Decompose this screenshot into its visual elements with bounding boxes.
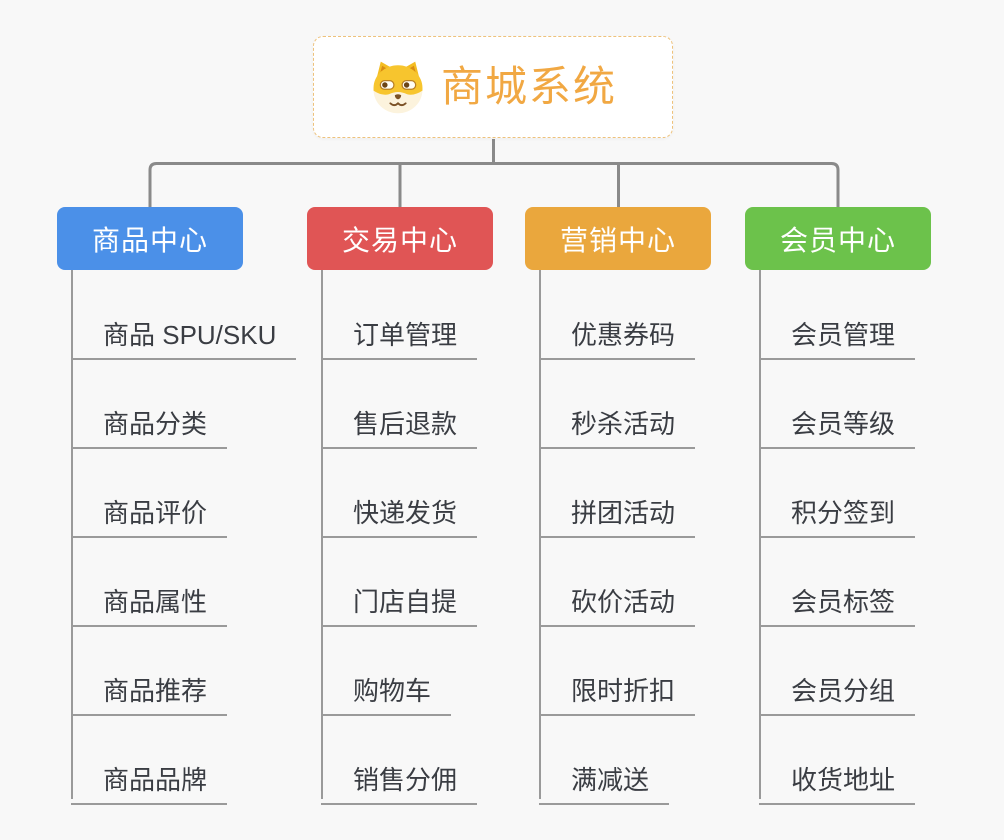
branch-rail [759, 270, 761, 799]
leaf-node-满减送[interactable]: 满减送 [539, 751, 670, 805]
branch-node-商品中心[interactable]: 商品中心 [57, 207, 243, 270]
leaf-node-会员管理[interactable]: 会员管理 [759, 306, 916, 360]
branch-rail [71, 270, 73, 799]
leaf-node-商品分类[interactable]: 商品分类 [71, 395, 228, 449]
leaf-node-商品SPU/SKU[interactable]: 商品 SPU/SKU [71, 306, 297, 360]
root-node[interactable]: 商城系统 [313, 36, 673, 138]
leaf-node-快递发货[interactable]: 快递发货 [321, 484, 478, 538]
leaf-node-会员分组[interactable]: 会员分组 [759, 662, 916, 716]
leaf-node-销售分佣[interactable]: 销售分佣 [321, 751, 478, 805]
leaf-node-商品品牌[interactable]: 商品品牌 [71, 751, 228, 805]
branch-node-营销中心[interactable]: 营销中心 [525, 207, 711, 270]
leaf-node-收货地址[interactable]: 收货地址 [759, 751, 916, 805]
leaf-node-秒杀活动[interactable]: 秒杀活动 [539, 395, 696, 449]
leaf-node-优惠券码[interactable]: 优惠券码 [539, 306, 696, 360]
leaf-node-商品推荐[interactable]: 商品推荐 [71, 662, 228, 716]
leaf-node-购物车[interactable]: 购物车 [321, 662, 452, 716]
leaf-node-商品评价[interactable]: 商品评价 [71, 484, 228, 538]
leaf-node-砍价活动[interactable]: 砍价活动 [539, 573, 696, 627]
leaf-node-订单管理[interactable]: 订单管理 [321, 306, 478, 360]
leaf-node-售后退款[interactable]: 售后退款 [321, 395, 478, 449]
branch-node-交易中心[interactable]: 交易中心 [307, 207, 493, 270]
root-title: 商城系统 [440, 63, 617, 110]
branch-node-会员中心[interactable]: 会员中心 [745, 207, 931, 270]
branch-rail [321, 270, 323, 799]
leaf-node-门店自提[interactable]: 门店自提 [321, 573, 478, 627]
leaf-node-会员等级[interactable]: 会员等级 [759, 395, 916, 449]
leaf-node-限时折扣[interactable]: 限时折扣 [539, 662, 696, 716]
branch-rail [539, 270, 541, 799]
leaf-node-会员标签[interactable]: 会员标签 [759, 573, 916, 627]
leaf-node-商品属性[interactable]: 商品属性 [71, 573, 228, 627]
leaf-node-拼团活动[interactable]: 拼团活动 [539, 484, 696, 538]
leaf-node-积分签到[interactable]: 积分签到 [759, 484, 916, 538]
dog-face-icon [373, 61, 423, 114]
